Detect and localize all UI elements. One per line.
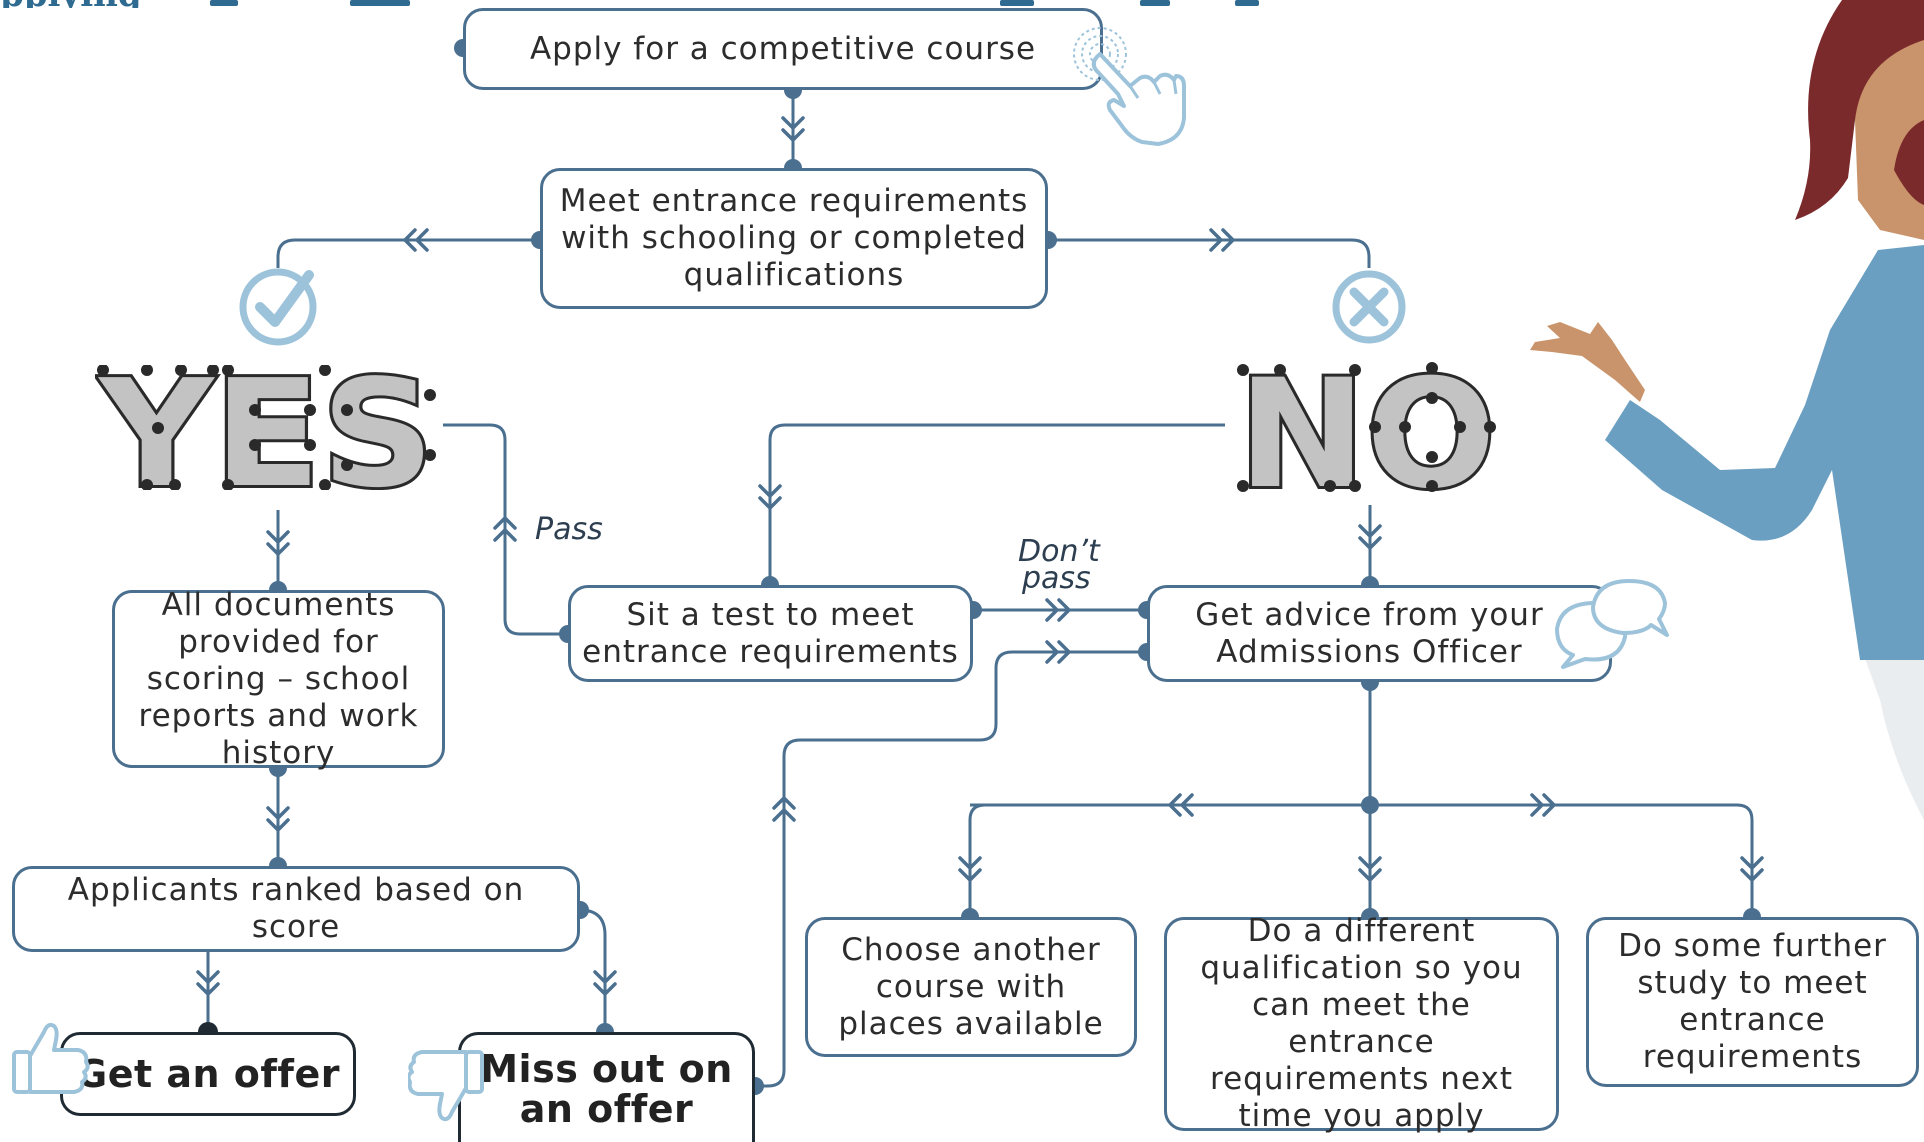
check-icon: [239, 268, 317, 346]
page-heading-fragment: pplying: [0, 0, 180, 8]
speech-bubbles-icon: [1555, 579, 1669, 669]
no-branch-graphic: NO: [1235, 345, 1500, 525]
node-different-qualification: Do a different qualification so you can …: [1164, 913, 1559, 1134]
node-get-advice: Get advice from your Admissions Officer: [1147, 585, 1612, 682]
label-dont-pass-line1: Don’t: [1018, 534, 1100, 569]
node-choose-course: Choose another course with places availa…: [805, 917, 1137, 1057]
presenter-figure-illustration: [1530, 0, 1924, 820]
tap-hand-icon: [1073, 27, 1186, 146]
node-apply: Apply for a competitive course: [463, 8, 1103, 90]
node-documents: All documents provided for scoring – sch…: [112, 587, 445, 771]
yes-branch-graphic: YES: [94, 345, 440, 523]
svg-text:YES: YES: [97, 365, 434, 490]
outcome-miss-offer: Miss out on an offer: [458, 1032, 755, 1142]
heading-cutoff-strokes: [210, 0, 1259, 6]
node-further-study: Do some further study to meet entrance r…: [1586, 917, 1919, 1087]
node-meet-requirements: Meet entrance requirements with schoolin…: [540, 168, 1048, 309]
node-sit-test: Sit a test to meet entrance requirements: [568, 585, 973, 682]
thumbs-up-icon: [12, 1022, 90, 1094]
thumbs-down-icon: [408, 1050, 484, 1122]
label-pass: Pass: [535, 512, 603, 547]
outcome-get-offer: Get an offer: [60, 1032, 356, 1116]
label-dont-pass-line2: pass: [1022, 561, 1091, 596]
node-ranked: Applicants ranked based on score: [12, 866, 580, 952]
cross-icon: [1332, 270, 1406, 344]
